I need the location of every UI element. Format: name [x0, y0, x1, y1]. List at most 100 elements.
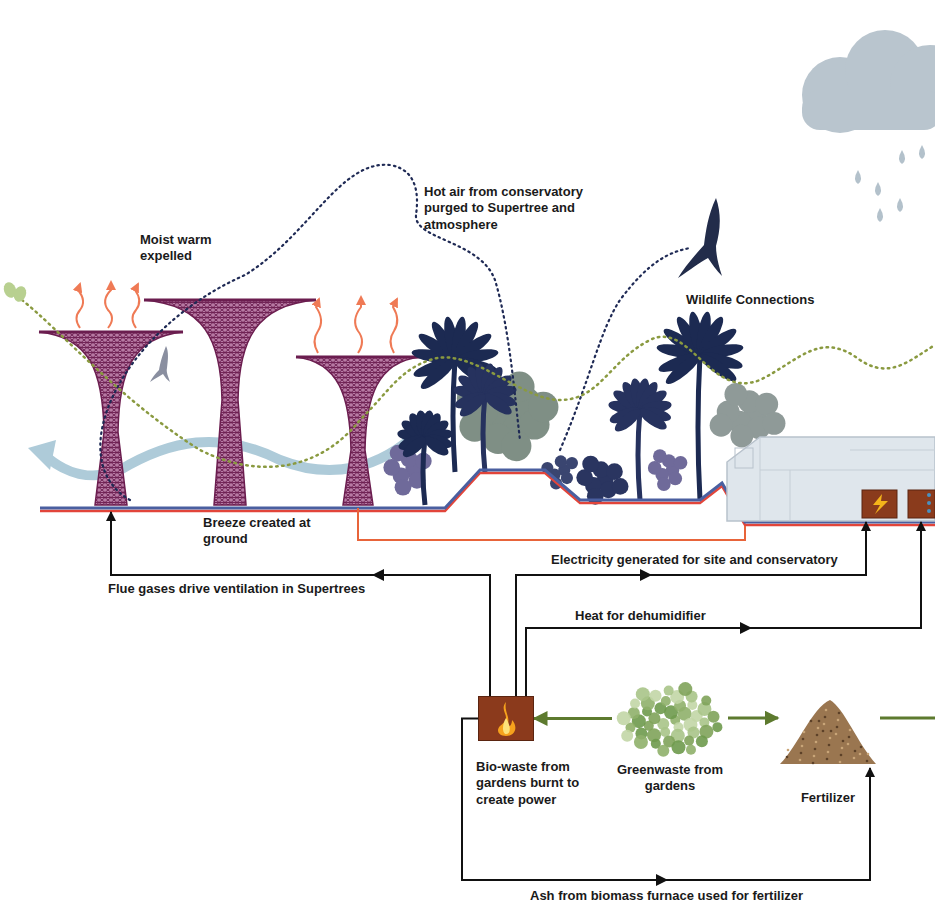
- edge-label: Ash from biomass furnace used for fertil…: [530, 888, 803, 904]
- foliage: [648, 461, 662, 475]
- palm-frond: [400, 433, 429, 460]
- fertilizer-grain: [815, 741, 818, 744]
- fertilizer-grain: [810, 720, 813, 723]
- fertilizer-grain: [786, 756, 789, 759]
- greenwaste-leaf: [661, 696, 671, 706]
- greenwaste-leaf: [671, 740, 685, 754]
- palm-frond: [662, 350, 703, 387]
- fertilizer-grain: [813, 755, 816, 758]
- fertilizer-grain: [802, 738, 805, 741]
- fertilizer-pile: [780, 700, 876, 764]
- foliage: [674, 456, 688, 470]
- foliage: [606, 463, 623, 480]
- fertilizer-grain: [842, 740, 845, 743]
- fertilizer-grain: [812, 762, 815, 765]
- callout-label: Breeze created at ground: [203, 515, 315, 548]
- palm-trunk: [698, 355, 700, 500]
- foliage: [724, 383, 747, 406]
- moist-air-arrows: [77, 282, 398, 353]
- palm-trunk: [423, 438, 425, 505]
- greenwaste-leaf: [617, 711, 631, 725]
- node-label: Bio-waste from gardens burnt to create p…: [476, 759, 608, 808]
- foliage: [763, 412, 786, 435]
- fertilizer-grain: [825, 709, 828, 712]
- fertilizer-grain: [866, 760, 869, 763]
- process-node: Greenwaste from gardens: [612, 676, 728, 760]
- conduit: [358, 508, 745, 540]
- foliage: [501, 431, 531, 461]
- foliage: [561, 472, 573, 484]
- greenwaste-leaf: [634, 735, 648, 749]
- fertilizer-grain: [839, 761, 842, 764]
- flow-arrow: [728, 717, 778, 720]
- palm-frond: [422, 433, 452, 459]
- supertrees: [39, 300, 420, 505]
- fertilizer-grain: [824, 716, 827, 719]
- greenwaste-leaf: [621, 730, 633, 742]
- foliage: [612, 478, 629, 495]
- fertilizer-grain: [838, 712, 841, 715]
- node-label: Fertilizer: [768, 790, 888, 806]
- fertilizer-grain: [848, 736, 851, 739]
- node-shape: [478, 696, 534, 741]
- fertilizer-grain: [799, 759, 802, 762]
- wildlife-dotted: [22, 300, 935, 467]
- greenwaste-leaf: [664, 686, 674, 696]
- fertilizer-grain: [830, 730, 833, 733]
- greenwaste-leaf: [701, 696, 711, 706]
- callout-label: Hot air from conservatory purged to Supe…: [424, 184, 610, 233]
- conservatory: [727, 437, 935, 521]
- fertilizer-grain: [860, 746, 863, 749]
- callout-label: Electricity generated for site and conse…: [551, 552, 838, 568]
- fertilizer-grain: [816, 734, 819, 737]
- butterfly: [2, 280, 29, 303]
- palm-trunk: [453, 360, 455, 472]
- vegetation: [383, 311, 785, 505]
- fertilizer-grain: [800, 752, 803, 755]
- greenwaste-leaf: [712, 722, 722, 732]
- fertilizer-grain: [849, 729, 852, 732]
- greenwaste-leaf: [650, 690, 662, 702]
- callout-label: Wildlife Connections: [686, 292, 814, 308]
- furnace-box: [479, 697, 534, 741]
- process-node: Fertilizer: [778, 688, 878, 768]
- fertilizer-grain: [847, 743, 850, 746]
- green-out: [880, 717, 935, 720]
- flow-arrow: [534, 717, 612, 720]
- fertilizer-grain: [835, 733, 838, 736]
- palm: [396, 409, 453, 505]
- fertilizer-grain: [837, 719, 840, 722]
- process-node: Bio-waste from gardens burnt to create p…: [478, 696, 534, 741]
- mid-arrowheads: [372, 569, 752, 886]
- fertilizer-grain: [859, 753, 862, 756]
- fertilizer-grain: [853, 757, 856, 760]
- fertilizer-grain: [829, 737, 832, 740]
- palm: [452, 362, 517, 472]
- greenwaste-leaf: [696, 735, 708, 747]
- node-shape: [778, 688, 878, 768]
- callout-label: Moist warm expelled: [140, 232, 232, 265]
- callout-label: Flue gases drive ventilation in Supertre…: [108, 581, 365, 597]
- fertilizer-grain: [867, 753, 870, 756]
- palm-frond: [612, 405, 644, 435]
- wildlife-dotted-bird: [560, 248, 690, 450]
- flame-core: [503, 718, 510, 734]
- breeze-arrowhead: [28, 440, 56, 470]
- palm: [607, 377, 672, 500]
- palm-trunk: [638, 410, 640, 500]
- foliage: [555, 455, 567, 467]
- fertilizer-grain: [841, 747, 844, 750]
- foliage: [566, 457, 578, 469]
- greenwaste-leaf: [708, 711, 720, 723]
- node-shape: [612, 676, 728, 760]
- greenwaste-leaf: [686, 745, 696, 755]
- cloud: [802, 30, 935, 133]
- energy-lines: [111, 512, 935, 718]
- greenwaste-leaf: [678, 682, 692, 696]
- greenwaste-leaf: [684, 736, 694, 746]
- fertilizer-grain: [854, 750, 857, 753]
- foliage: [383, 459, 400, 476]
